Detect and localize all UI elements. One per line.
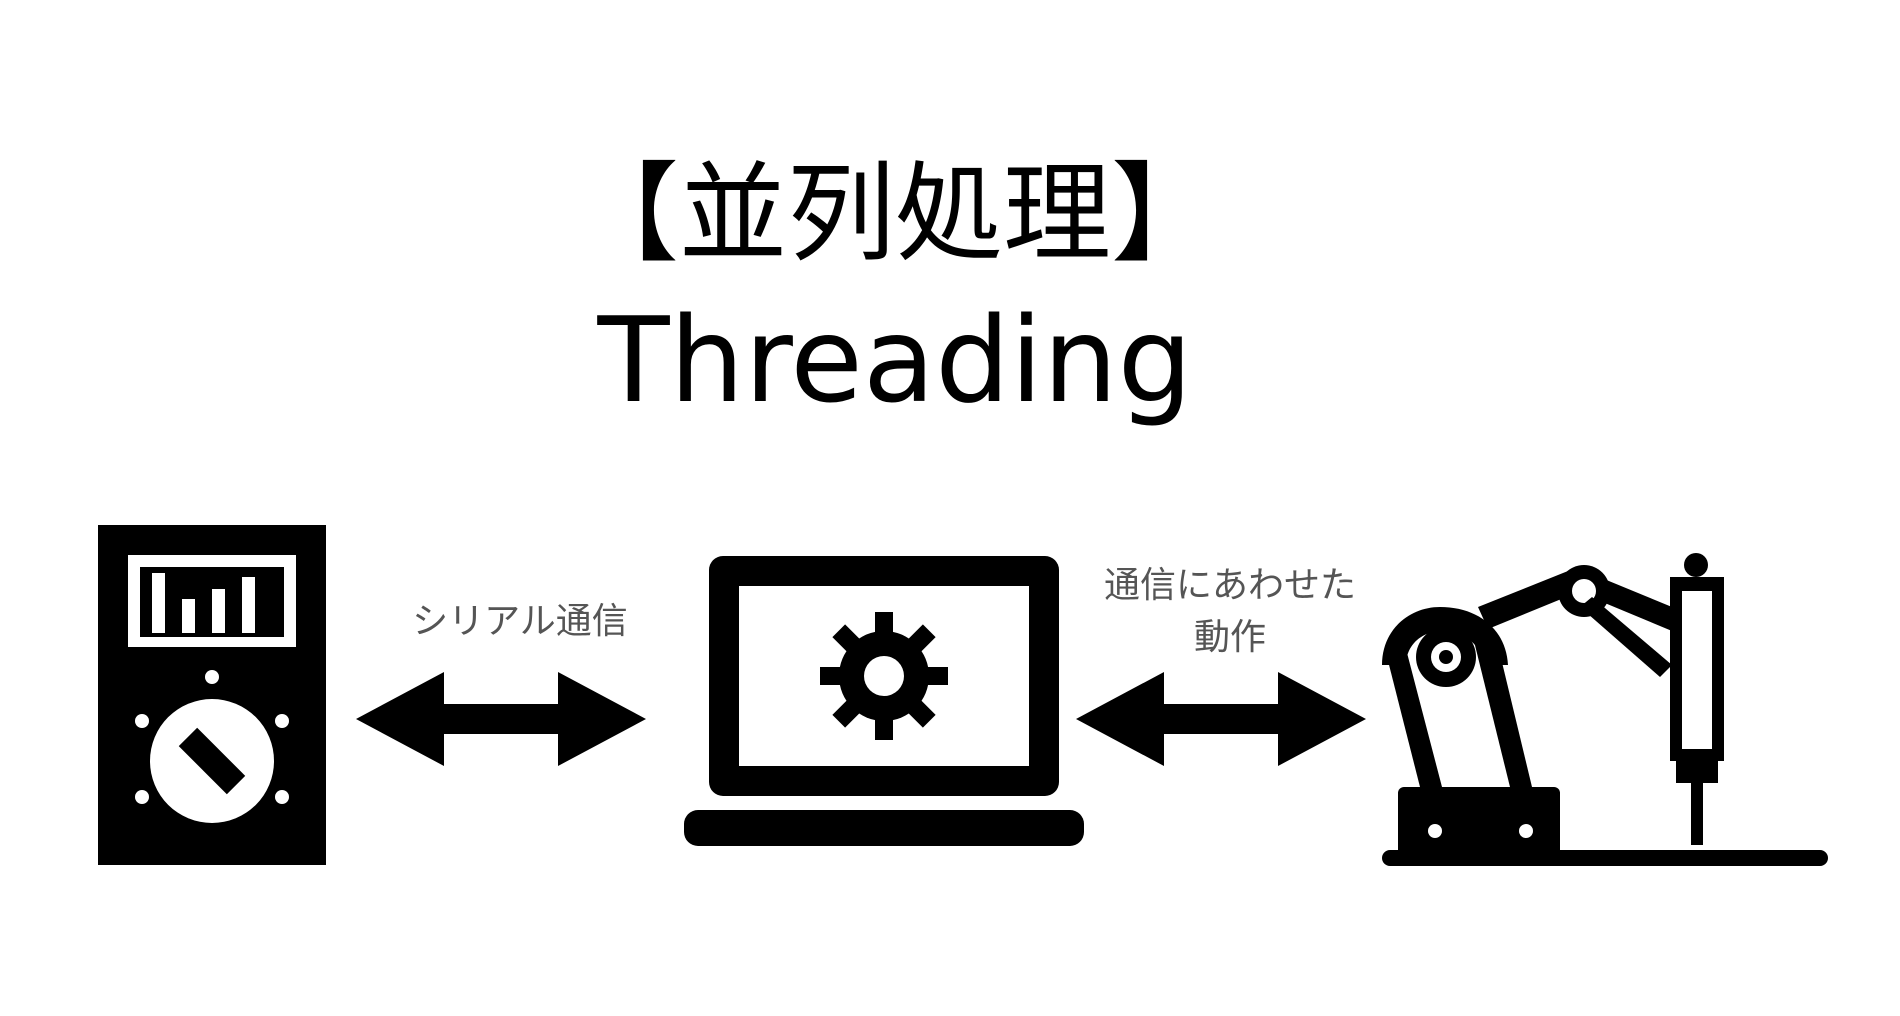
synchronized-operation-label: 通信にあわせた 動作 (1060, 560, 1400, 664)
robot-arm-icon (1382, 553, 1828, 866)
label-line-2: 動作 (1193, 617, 1266, 658)
laptop-gear-icon (684, 556, 1084, 846)
serial-communication-label: シリアル通信 (412, 601, 628, 642)
title-japanese: 【並列処理】 (570, 152, 1219, 277)
multimeter-icon (98, 525, 326, 865)
label-line-1: 通信にあわせた (1103, 565, 1356, 606)
title-english: Threading (597, 291, 1193, 429)
right-double-arrow (1076, 672, 1366, 766)
left-double-arrow (356, 672, 646, 766)
gear-icon (820, 612, 948, 740)
